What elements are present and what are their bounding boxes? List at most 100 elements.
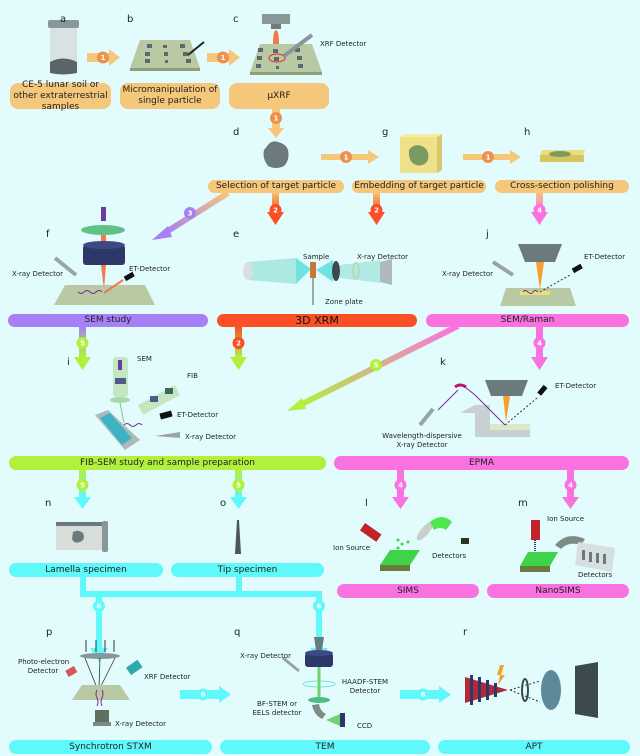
- label-sample-e: Sample: [303, 253, 330, 261]
- label-haadf-q: HAADF-STEM Detector: [340, 678, 390, 696]
- sims-instrument-icon: [359, 517, 469, 571]
- label-bf-stem-q: BF-STEM or EELS detector: [252, 700, 302, 718]
- lamella-specimen-icon: [56, 521, 108, 552]
- panel-label-m: m: [518, 498, 528, 509]
- label-photoelectron-line1: Photo-electron: [18, 658, 70, 666]
- panel-label-i: i: [67, 357, 70, 368]
- target-particle-icon: [263, 141, 289, 168]
- arrow-selection-to-xrm: [267, 192, 284, 225]
- microxrf-instrument-icon: [250, 14, 322, 75]
- svg-text:6: 6: [421, 691, 426, 699]
- label-wds-k-line1: Wavelength-dispersive: [382, 432, 462, 440]
- box-selection: Selection of target particle: [208, 180, 344, 193]
- xrm-instrument-icon: [243, 258, 392, 305]
- panel-label-b: b: [127, 14, 134, 25]
- label-ion-source-l: Ion Source: [333, 544, 371, 552]
- box-apt: APT: [438, 740, 630, 754]
- svg-text:4: 4: [537, 207, 542, 215]
- panel-label-n: n: [45, 498, 52, 509]
- box-sem-study: SEM study: [8, 314, 208, 327]
- svg-text:6: 6: [97, 603, 102, 611]
- tem-instrument-icon: [282, 637, 345, 727]
- epma-instrument-icon: [418, 380, 548, 437]
- step-badge: 1 1 1 1 1 3 2 2 4 5 2 5 4 5 5 4 4 6 6 6 …: [76, 51, 577, 701]
- svg-text:5: 5: [374, 362, 379, 370]
- arrow-embedding-to-xrm: [368, 192, 385, 225]
- svg-text:4: 4: [568, 482, 573, 490]
- label-xray-detector-p: X-ray Detector: [115, 720, 167, 728]
- box-synchrotron-stxm: Synchrotron STXM: [9, 740, 212, 754]
- panel-label-g: g: [382, 127, 389, 138]
- sample-vial-icon: [48, 20, 79, 75]
- svg-text:6: 6: [201, 691, 206, 699]
- box-microxrf: µXRF: [229, 83, 329, 109]
- svg-text:2: 2: [374, 207, 379, 215]
- svg-text:6: 6: [317, 603, 322, 611]
- box-tip: Tip specimen: [171, 563, 324, 577]
- box-nanosims: NanoSIMS: [487, 584, 629, 598]
- label-bf-line1: BF-STEM or: [257, 700, 297, 708]
- label-detectors-m: Detectors: [578, 571, 613, 579]
- box-polishing: Cross-section polishing: [495, 180, 629, 193]
- label-haadf-line1: HAADF-STEM: [341, 678, 389, 686]
- label-xray-detector-i: X-ray Detector: [185, 433, 237, 441]
- svg-text:1: 1: [344, 154, 349, 162]
- label-photoelectron-line2: Detector: [27, 667, 59, 675]
- label-et-detector-f: ET-Detector: [129, 265, 171, 273]
- label-wds-k-line2: X-ray Detector: [396, 441, 448, 449]
- label-ion-source-m: Ion Source: [547, 515, 585, 523]
- label-et-detector-k: ET-Detector: [555, 382, 597, 390]
- panel-label-j: j: [486, 229, 489, 240]
- label-zone-plate-e: Zone plate: [325, 298, 363, 306]
- panel-label-l: l: [365, 498, 368, 509]
- fib-sem-instrument-icon: [95, 357, 180, 450]
- sem-raman-instrument-icon: [491, 244, 583, 306]
- particle-plate-icon: [130, 40, 205, 71]
- svg-text:2: 2: [236, 340, 241, 348]
- panel-label-q: q: [234, 627, 241, 638]
- panel-label-a: a: [60, 14, 67, 25]
- label-bf-line2: EELS detector: [252, 709, 302, 717]
- label-detectors-l: Detectors: [432, 552, 467, 560]
- svg-text:1: 1: [101, 54, 106, 62]
- box-tem: TEM: [220, 740, 430, 754]
- box-sims: SIMS: [337, 584, 479, 598]
- label-xray-detector-f: X-ray Detector: [12, 270, 64, 278]
- label-fib-i: FIB: [187, 372, 198, 380]
- panel-label-r: r: [463, 627, 468, 638]
- stxm-instrument-icon: [65, 640, 143, 726]
- label-xray-detector-j: X-ray Detector: [442, 270, 494, 278]
- label-xrf-detector-p: XRF Detector: [144, 673, 191, 681]
- apt-instrument-icon: [465, 662, 598, 718]
- box-lamella: Lamella specimen: [9, 563, 163, 577]
- svg-text:5: 5: [80, 482, 85, 490]
- label-ccd-q: CCD: [357, 722, 373, 730]
- svg-text:5: 5: [80, 340, 85, 348]
- svg-text:2: 2: [273, 207, 278, 215]
- svg-text:1: 1: [486, 154, 491, 162]
- box-sem-raman: SEM/Raman: [426, 314, 629, 327]
- nanosims-instrument-icon: [520, 520, 615, 572]
- svg-text:4: 4: [537, 340, 542, 348]
- label-xrf-detector-c: XRF Detector: [320, 40, 367, 48]
- box-epma: EPMA: [334, 456, 629, 470]
- box-3d-xrm: 3D XRM: [217, 314, 417, 327]
- box-micromanipulation: Micromanipulation of single particle: [120, 83, 220, 109]
- arrow-polishing-to-semraman: [531, 192, 548, 225]
- svg-text:1: 1: [274, 115, 279, 123]
- box-fib-sem: FIB-SEM study and sample preparation: [9, 456, 326, 470]
- panel-label-o: o: [220, 498, 227, 509]
- svg-text:4: 4: [398, 482, 403, 490]
- panel-label-d: d: [233, 127, 240, 138]
- label-xray-detector-q: X-ray Detector: [240, 652, 292, 660]
- label-sem-i: SEM: [137, 355, 152, 363]
- label-haadf-line2: Detector: [349, 687, 381, 695]
- sem-instrument-icon: [53, 207, 155, 305]
- box-samples: CE-5 lunar soil or other extraterrestria…: [10, 80, 111, 112]
- label-photoelectron-p: Photo-electron Detector: [18, 658, 70, 676]
- panel-label-k: k: [440, 357, 446, 368]
- svg-text:3: 3: [188, 210, 193, 218]
- embedding-cube-icon: [400, 134, 442, 173]
